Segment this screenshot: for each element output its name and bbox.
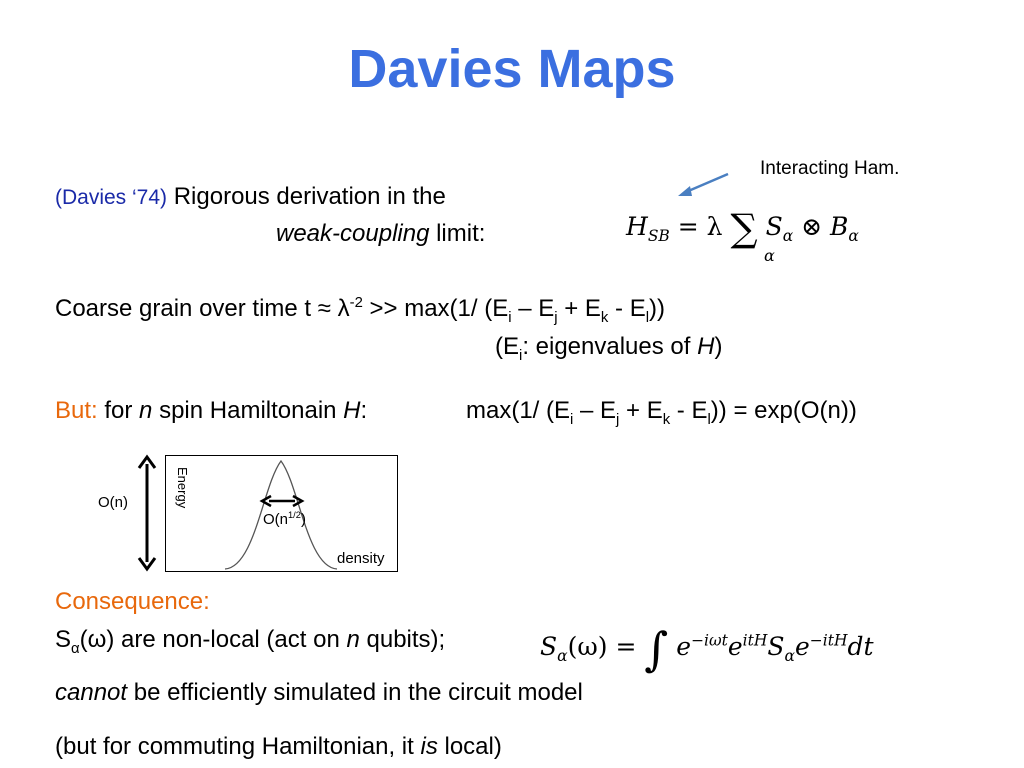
- sum-symbol: ∑: [730, 206, 758, 250]
- commuting-open: (but for commuting Hamiltonian, it: [55, 733, 421, 760]
- max-close: )) = exp(O(n)): [710, 397, 857, 424]
- consequence-line: Sα(ω) are non-local (act on n qubits);: [55, 626, 445, 657]
- coarse-j: j: [554, 309, 558, 326]
- hsb-otimes: ⊗: [793, 212, 831, 241]
- density-axis-label: density: [337, 550, 385, 567]
- cannot-rest: be efficiently simulated in the circuit …: [127, 679, 583, 706]
- hsb-eq: = λ: [669, 212, 731, 241]
- but-for: for: [97, 397, 140, 424]
- hsb-b-sub: α: [848, 227, 859, 245]
- f2-s: S: [767, 632, 785, 661]
- eigen-close: ): [714, 333, 723, 360]
- f2-lhs-arg: (ω) =: [567, 632, 645, 661]
- eigen-open: (E: [495, 333, 519, 360]
- max-expression: max(1/ (Ei – Ej + Ek - El)) = exp(O(n)): [466, 397, 857, 428]
- eigenvalues-line: (Ei: eigenvalues of H): [495, 333, 722, 364]
- energy-axis-label: Energy: [175, 467, 190, 509]
- but-line: But: for n spin Hamiltonain H:: [55, 397, 367, 425]
- cannot-line: cannot be efficiently simulated in the c…: [55, 679, 583, 707]
- width-label-close: ): [300, 511, 306, 528]
- coarse-minus: - E: [608, 295, 646, 322]
- s-omega-formula: Sα(ω) = ∫ e−iωteitHSαe−itHdt: [540, 612, 874, 676]
- energy-range-arrow: [137, 454, 157, 572]
- f2-e1-sup: −iωt: [691, 631, 728, 650]
- hsb-b: B: [830, 212, 849, 241]
- width-label-sup: 1/2: [288, 510, 301, 520]
- consequence-text: (ω) are non-local (act on: [79, 626, 347, 653]
- hsb-lhs: H: [626, 212, 648, 241]
- max-open: max(1/ (E: [466, 397, 571, 424]
- coarse-sup: -2: [349, 295, 363, 311]
- hsb-lhs-sub: SB: [647, 227, 670, 245]
- but-label: But:: [55, 397, 98, 424]
- max-l: l: [707, 411, 711, 428]
- weak-coupling-line: weak-coupling limit:: [276, 220, 485, 248]
- coarse-text1: Coarse grain over time t ≈ λ: [55, 295, 350, 322]
- eigen-i: i: [519, 347, 523, 364]
- slide-title: Davies Maps: [348, 39, 676, 99]
- f2-e2-sup: itH: [742, 631, 768, 650]
- coarse-dash: – E: [511, 295, 555, 322]
- consequence-s: S: [55, 626, 72, 653]
- max-j: j: [616, 411, 620, 428]
- commuting-is: is: [420, 733, 438, 760]
- width-label-text: O(n: [263, 511, 289, 528]
- citation: (Davies ‘74): [55, 186, 168, 209]
- but-colon: :: [360, 397, 368, 424]
- consequence-rest: qubits);: [359, 626, 446, 653]
- consequence-s-sub: α: [71, 640, 80, 657]
- f2-e2: e: [727, 632, 743, 661]
- integral-symbol: ∫: [644, 622, 669, 676]
- max-dash: – E: [573, 397, 617, 424]
- pointer-arrow: [678, 172, 729, 196]
- coarse-l: l: [645, 309, 650, 326]
- coarse-close: )): [649, 295, 665, 322]
- f2-e1: e: [676, 632, 692, 661]
- width-label: O(n1/2): [263, 510, 306, 528]
- consequence-n: n: [346, 626, 360, 653]
- but-n: n: [139, 397, 153, 424]
- max-k: k: [662, 411, 671, 428]
- max-minus: - E: [670, 397, 708, 424]
- commuting-line: (but for commuting Hamiltonian, it is lo…: [55, 733, 502, 761]
- commuting-close: local): [437, 733, 502, 760]
- hsb-s: S: [765, 212, 783, 241]
- eigen-mid: : eigenvalues of: [522, 333, 698, 360]
- consequence-label: Consequence:: [55, 588, 210, 615]
- f2-lhs-sub: α: [557, 647, 568, 665]
- davies-line: (Davies ‘74) Rigorous derivation in the: [55, 183, 446, 211]
- coarse-text2: >> max(1/ (E: [362, 295, 509, 322]
- max-plus: + E: [619, 397, 663, 424]
- interacting-label: Interacting Ham.: [760, 158, 900, 179]
- f2-e3-sup: −itH: [809, 631, 848, 650]
- coarse-i: i: [508, 309, 512, 326]
- density-plot: [165, 455, 398, 572]
- f2-e3: e: [794, 632, 810, 661]
- hsb-s-sub: α: [782, 227, 794, 245]
- coarse-plus: + E: [557, 295, 601, 322]
- f2-s-sub: α: [784, 647, 795, 665]
- max-i: i: [570, 411, 574, 428]
- derivation-text: Rigorous derivation in the: [167, 183, 446, 210]
- weak-coupling-text: weak-coupling: [276, 220, 430, 247]
- but-h: H: [343, 397, 361, 424]
- coarse-k: k: [600, 309, 609, 326]
- hsb-formula: HSB = λ ∑ Sα ⊗ Bα: [626, 200, 859, 250]
- limit-text: limit:: [429, 220, 486, 247]
- f2-lhs: S: [540, 632, 558, 661]
- f2-dt: dt: [847, 632, 874, 661]
- but-spin: spin Hamiltonain: [152, 397, 344, 424]
- coarse-grain-line: Coarse grain over time t ≈ λ-2 >> max(1/…: [55, 295, 665, 326]
- sum-index: α: [764, 246, 775, 265]
- eigen-h: H: [697, 333, 715, 360]
- cannot-word: cannot: [55, 679, 128, 706]
- order-n-label: O(n): [98, 494, 128, 511]
